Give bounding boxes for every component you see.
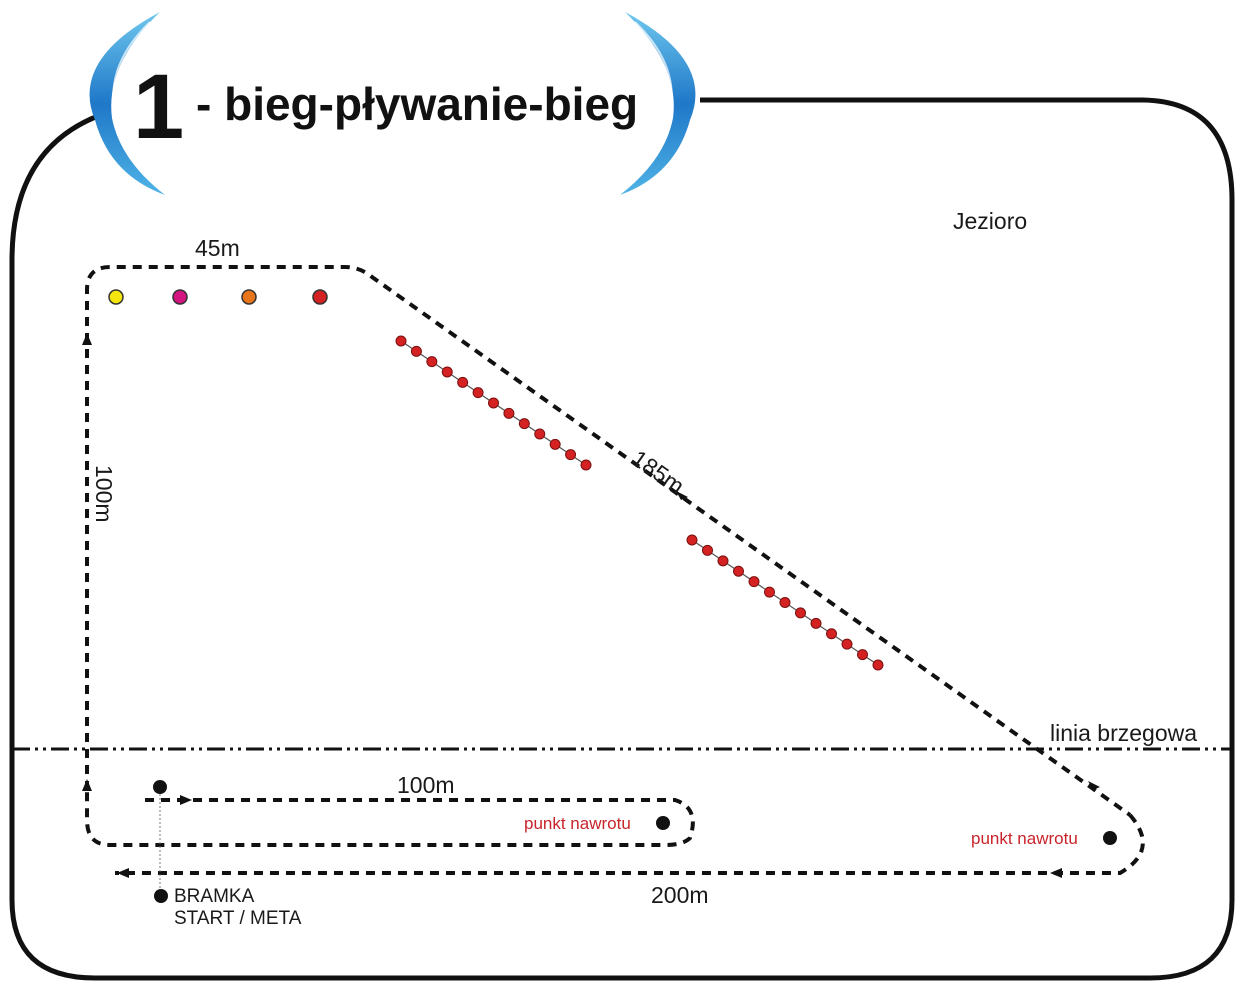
red-buoy bbox=[580, 459, 592, 471]
buoy-line-lower bbox=[686, 534, 884, 671]
area-frame bbox=[9, 97, 1235, 981]
arrow-return-end bbox=[117, 868, 129, 878]
short-run-route bbox=[85, 790, 695, 847]
swim-route bbox=[85, 265, 1132, 817]
return-run-route bbox=[115, 813, 1145, 875]
buoy-red bbox=[312, 289, 328, 305]
gate-marker-top bbox=[153, 780, 167, 794]
distance-100m-run-label: 100m bbox=[397, 772, 455, 798]
red-buoy bbox=[549, 438, 561, 450]
buoy-magenta bbox=[172, 289, 188, 305]
gate-marker-bottom bbox=[154, 889, 168, 903]
title-text: - bieg-pływanie-bieg bbox=[196, 78, 638, 130]
red-buoy bbox=[534, 428, 546, 440]
red-buoy bbox=[795, 607, 806, 619]
red-buoy bbox=[565, 449, 577, 461]
red-buoy bbox=[702, 544, 713, 556]
buoy-line-upper bbox=[395, 335, 592, 471]
red-buoy bbox=[457, 376, 469, 388]
distance-200m-label: 200m bbox=[651, 882, 709, 908]
turn-point-inner bbox=[656, 816, 670, 830]
red-buoy bbox=[841, 638, 853, 650]
red-buoy bbox=[733, 565, 744, 577]
red-buoy bbox=[857, 649, 868, 661]
turn-point-outer bbox=[1103, 831, 1117, 845]
red-buoy bbox=[410, 345, 422, 357]
red-buoy bbox=[810, 617, 822, 629]
red-buoy bbox=[779, 597, 791, 608]
lake-label: Jezioro bbox=[953, 208, 1027, 234]
gate-label-line2: START / META bbox=[174, 908, 302, 929]
title-number: 1 bbox=[133, 56, 184, 158]
title-swirl-right bbox=[620, 12, 696, 195]
gate-label-line1: BRAMKA bbox=[174, 886, 255, 907]
turn-point-inner-label: punkt nawrotu bbox=[524, 814, 631, 833]
red-buoy bbox=[441, 366, 453, 378]
distance-185m-label: 185m bbox=[627, 445, 689, 499]
red-buoy bbox=[826, 628, 837, 640]
distance-45m-label: 45m bbox=[195, 235, 240, 261]
red-buoy bbox=[717, 555, 729, 567]
arrow-diag-mid bbox=[676, 491, 688, 500]
shoreline-label: linia brzegowa bbox=[1050, 720, 1197, 746]
red-buoy bbox=[488, 397, 499, 409]
arrow-return-left bbox=[1050, 868, 1062, 878]
red-buoy bbox=[395, 335, 407, 347]
red-buoy bbox=[748, 576, 760, 588]
red-buoy bbox=[518, 418, 530, 430]
red-buoy bbox=[503, 407, 515, 419]
turn-point-outer-label: punkt nawrotu bbox=[971, 829, 1078, 848]
red-buoy bbox=[686, 534, 698, 546]
red-buoy bbox=[426, 356, 438, 368]
title-swirl-left bbox=[89, 12, 165, 195]
arrow-diag-shore bbox=[1088, 781, 1100, 790]
arrow-run-right bbox=[180, 795, 192, 805]
red-buoy bbox=[872, 659, 884, 671]
distance-100m-vertical-label: 100m bbox=[91, 465, 117, 523]
red-buoy bbox=[472, 387, 484, 399]
arrow-up-left-lower bbox=[82, 779, 92, 791]
buoy-yellow bbox=[108, 289, 124, 305]
buoy-orange bbox=[241, 289, 257, 305]
arrow-up-left bbox=[82, 333, 92, 345]
red-buoy bbox=[764, 586, 775, 598]
